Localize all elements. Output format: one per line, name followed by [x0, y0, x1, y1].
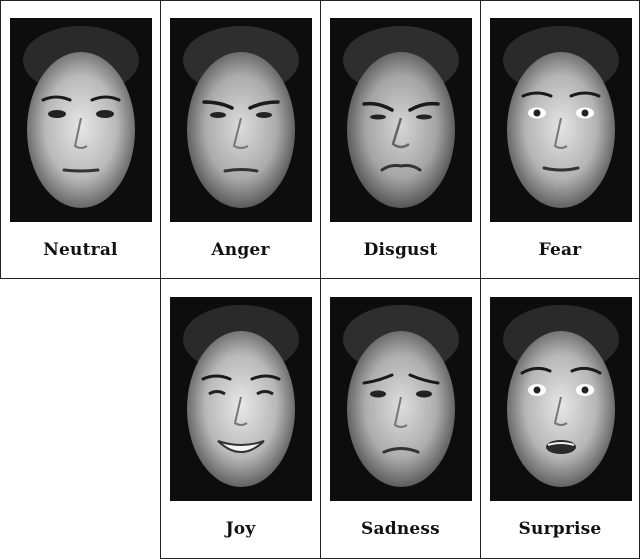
- panel-surprise: Surprise: [480, 278, 640, 559]
- expression-label: Fear: [538, 240, 582, 260]
- face-image: [170, 18, 312, 222]
- panel-disgust: Disgust: [320, 0, 481, 279]
- face-image: [330, 18, 472, 222]
- face-photo-joy: [170, 297, 312, 501]
- expression-label: Neutral: [43, 240, 118, 260]
- face-image: [170, 297, 312, 501]
- face-photo-anger: [170, 18, 312, 222]
- face-image: [490, 297, 632, 501]
- panel-sadness: Sadness: [320, 278, 481, 559]
- face-photo-surprise: [490, 297, 632, 501]
- panel-fear: Fear: [480, 0, 640, 279]
- face-image: [490, 18, 632, 222]
- expression-label: Joy: [225, 519, 256, 539]
- face-photo-disgust: [330, 18, 472, 222]
- face-image: [330, 297, 472, 501]
- expression-label: Surprise: [518, 519, 602, 539]
- face-photo-sadness: [330, 297, 472, 501]
- face-image: [10, 18, 152, 222]
- panel-neutral: Neutral: [0, 0, 161, 279]
- expression-label: Anger: [211, 240, 270, 260]
- panel-joy: Joy: [160, 278, 321, 559]
- face-photo-fear: [490, 18, 632, 222]
- panel-anger: Anger: [160, 0, 321, 279]
- expression-label: Sadness: [361, 519, 440, 539]
- expression-label: Disgust: [363, 240, 438, 260]
- face-photo-neutral: [10, 18, 152, 222]
